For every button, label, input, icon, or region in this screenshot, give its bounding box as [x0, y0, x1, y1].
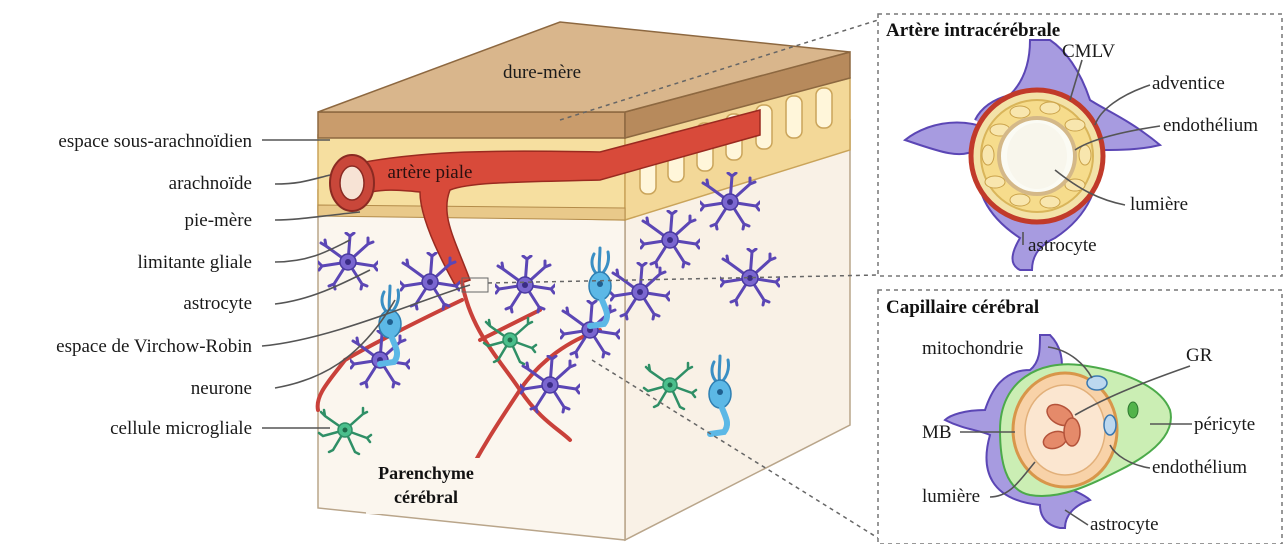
- parenchyma-label-line2: cérébral: [394, 487, 458, 507]
- label-pia-mater: pie-mère: [184, 210, 252, 231]
- label-neuron: neurone: [191, 378, 252, 399]
- parenchyma-label-line1: Parenchyme: [378, 463, 474, 483]
- label-mb: MB: [922, 422, 952, 443]
- label-capillary-endothelium: endothélium: [1152, 457, 1247, 478]
- label-pericyte: péricyte: [1194, 414, 1255, 435]
- label-microglial-cell: cellule microgliale: [110, 418, 252, 439]
- dura-front: [318, 112, 625, 138]
- label-artery-endothelium: endothélium: [1163, 115, 1258, 136]
- label-virchow-robin: espace de Virchow-Robin: [56, 336, 252, 357]
- label-mitochondria: mitochondrie: [922, 338, 1023, 359]
- artery-panel: Artère intracérébrale CMLV adventice end…: [878, 14, 1282, 276]
- artery-lumen: [1007, 123, 1067, 189]
- label-subarachnoid-space: espace sous-arachnoïdien: [58, 131, 252, 152]
- mitochondrion-2: [1104, 415, 1116, 435]
- artery-panel-title: Artère intracérébrale: [886, 20, 1060, 41]
- label-artery-astrocyte: astrocyte: [1028, 235, 1097, 256]
- label-cmlv: CMLV: [1062, 41, 1115, 62]
- mitochondrion-1: [1087, 376, 1107, 390]
- label-gr: GR: [1186, 345, 1213, 366]
- label-capillary-astrocyte: astrocyte: [1090, 514, 1159, 535]
- label-artery-lumen: lumière: [1130, 194, 1188, 215]
- pericyte-nucleus: [1128, 402, 1138, 418]
- dura-label: dure-mère: [503, 62, 581, 83]
- label-arachnoid: arachnoïde: [169, 173, 252, 194]
- brain-tissue-cube: dure-mère artère piale Parenchyme cérébr…: [318, 22, 850, 540]
- label-astrocyte: astrocyte: [183, 293, 252, 314]
- left-label-column: espace sous-arachnoïdien arachnoïde pie-…: [56, 131, 252, 439]
- capillary-panel: Capillaire cérébral mitochondrie GR MB p…: [878, 290, 1282, 544]
- capillary-panel-title: Capillaire cérébral: [886, 297, 1039, 318]
- label-adventice: adventice: [1152, 73, 1225, 94]
- label-glia-limitans: limitante gliale: [138, 252, 253, 273]
- pial-artery-label: artère piale: [388, 162, 473, 183]
- label-capillary-lumen: lumière: [922, 486, 980, 507]
